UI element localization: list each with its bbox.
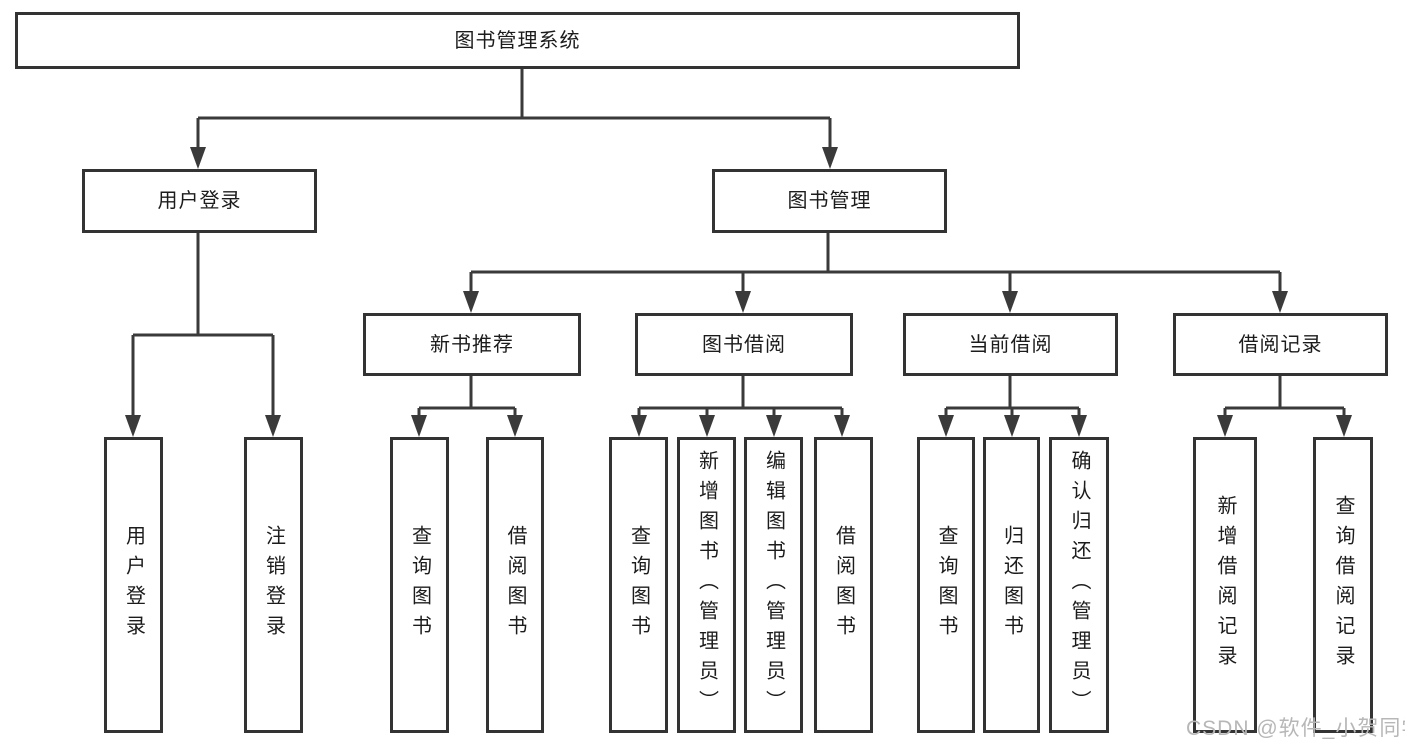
arrow-down-icon — [265, 415, 281, 437]
leaf-add-borrow-record: 新增借阅记录 — [1193, 437, 1257, 733]
arrow-down-icon — [1002, 291, 1018, 313]
leaf-query-borrow-record: 查询借阅记录 — [1313, 437, 1373, 733]
arrow-down-icon — [1336, 415, 1352, 437]
node-current-borrow: 当前借阅 — [903, 313, 1118, 376]
arrow-down-icon — [411, 415, 427, 437]
arrow-down-icon — [190, 147, 206, 169]
arrow-down-icon — [834, 415, 850, 437]
leaf-label: 借阅图书 — [504, 525, 526, 645]
arrow-down-icon — [822, 147, 838, 169]
leaf-add-books-admin: 新增图书（管理员） — [677, 437, 736, 733]
leaf-label: 用户登录 — [122, 525, 145, 645]
node-label: 图书管理系统 — [454, 29, 581, 52]
leaf-label: 查询借阅记录 — [1332, 495, 1354, 675]
watermark: CSDN @软件_小贺同学 — [1186, 717, 1405, 740]
leaf-label: 新增图书（管理员） — [695, 450, 718, 720]
arrow-down-icon — [1217, 415, 1233, 437]
arrow-down-icon — [125, 415, 141, 437]
arrow-down-icon — [1272, 291, 1288, 313]
arrow-down-icon — [463, 291, 479, 313]
leaf-label: 确认归还（管理员） — [1068, 450, 1090, 720]
node-root-system: 图书管理系统 — [15, 12, 1020, 69]
connector-current-borrow-to-leaves — [938, 376, 1087, 437]
arrow-down-icon — [631, 415, 647, 437]
leaf-query-books-borrow: 查询图书 — [609, 437, 668, 733]
node-label: 借阅记录 — [1238, 333, 1323, 356]
leaf-edit-books-admin: 编辑图书（管理员） — [744, 437, 803, 733]
connector-borrow-records-to-leaves — [1217, 376, 1352, 437]
leaf-label: 查询图书 — [627, 525, 650, 645]
leaf-return-books: 归还图书 — [983, 437, 1040, 733]
node-label: 新书推荐 — [430, 333, 514, 356]
leaf-label: 新增借阅记录 — [1214, 495, 1236, 675]
leaf-confirm-return-admin: 确认归还（管理员） — [1049, 437, 1109, 733]
node-book-borrow: 图书借阅 — [635, 313, 853, 376]
node-user-login: 用户登录 — [82, 169, 317, 233]
arrow-down-icon — [1004, 415, 1020, 437]
leaf-label: 注销登录 — [262, 525, 285, 645]
leaf-query-books-current: 查询图书 — [917, 437, 975, 733]
leaf-user-login: 用户登录 — [104, 437, 163, 733]
node-label: 用户登录 — [157, 190, 242, 212]
arrow-down-icon — [938, 415, 954, 437]
connector-book-management-to-level3 — [463, 233, 1288, 313]
leaf-label: 借阅图书 — [832, 525, 855, 645]
leaf-label: 查询图书 — [408, 525, 431, 645]
node-new-book-recommend: 新书推荐 — [363, 313, 581, 376]
leaf-logout: 注销登录 — [244, 437, 303, 733]
arrow-down-icon — [507, 415, 523, 437]
leaf-borrow-books: 借阅图书 — [814, 437, 873, 733]
connector-user-login-to-leaves — [125, 233, 281, 437]
leaf-borrow-books-recommend: 借阅图书 — [486, 437, 544, 733]
connector-book-borrow-to-leaves — [631, 376, 850, 437]
leaf-query-books-recommend: 查询图书 — [390, 437, 449, 733]
arrow-down-icon — [766, 415, 782, 437]
node-label: 图书借阅 — [702, 333, 786, 356]
node-book-management: 图书管理 — [712, 169, 947, 233]
leaf-label: 归还图书 — [1000, 525, 1023, 645]
node-borrow-records: 借阅记录 — [1173, 313, 1388, 376]
arrow-down-icon — [735, 291, 751, 313]
leaf-label: 查询图书 — [935, 525, 957, 645]
node-label: 当前借阅 — [968, 333, 1053, 356]
leaf-label: 编辑图书（管理员） — [762, 450, 785, 720]
node-label: 图书管理 — [787, 190, 872, 212]
arrow-down-icon — [699, 415, 715, 437]
connector-new-book-recommend-to-leaves — [411, 376, 523, 437]
connector-root-to-level2 — [190, 68, 838, 169]
arrow-down-icon — [1071, 415, 1087, 437]
